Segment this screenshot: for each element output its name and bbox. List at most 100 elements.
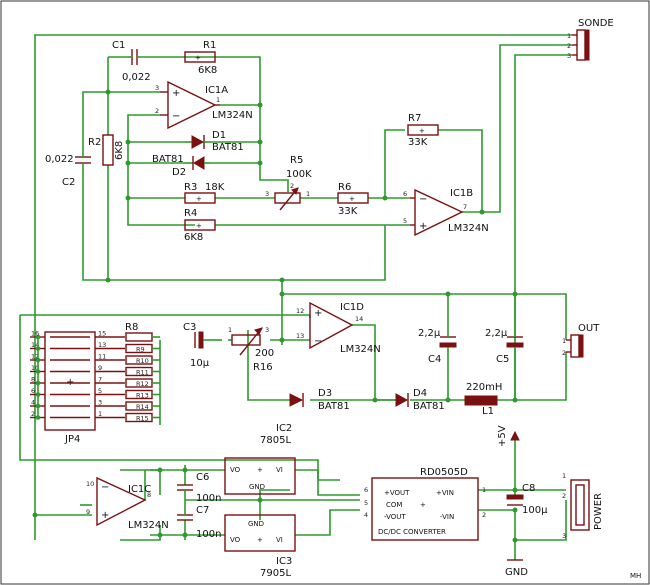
diode-d3: D3 BAT81: [289, 388, 350, 412]
r1-value: 6K8: [198, 65, 217, 76]
r7-name: R7: [408, 113, 421, 124]
svg-text:2: 2: [562, 492, 566, 500]
svg-text:+: +: [349, 195, 355, 203]
out-label: OUT: [578, 323, 600, 334]
svg-text:+: +: [195, 54, 201, 62]
conv-name: RD0505D: [420, 467, 468, 478]
author-initials: MH: [630, 572, 641, 580]
plus5v-label: +5V: [497, 425, 508, 447]
ic1d-pin-out: 14: [355, 315, 363, 323]
power-label: POWER: [593, 493, 604, 530]
sonde-label: SONDE: [578, 18, 614, 29]
ic1c-pin-out: 8: [147, 491, 151, 499]
jp4-left-pin: 4: [31, 399, 35, 407]
r2-value: 6K8: [114, 141, 125, 160]
d2-type: BAT81: [152, 154, 184, 165]
r8-resistor-label: R14: [136, 403, 149, 411]
capacitor-c5: 2,2µ C5: [485, 328, 524, 365]
c3-name: C3: [183, 322, 196, 333]
capacitor-c8: C8 100µ: [506, 483, 548, 516]
r3-value: 18K: [205, 182, 225, 193]
ic3-gnd: GND: [248, 520, 264, 528]
jp4-label: JP4: [64, 434, 80, 445]
resistor-r2: R2 6K8: [88, 134, 125, 166]
capacitor-c2: 0,022 C2: [45, 154, 91, 188]
conv-pin-5: 5: [364, 499, 368, 507]
svg-text:+: +: [101, 510, 109, 521]
sonde-connector: 1 2 3 SONDE: [567, 18, 614, 61]
svg-text:1: 1: [228, 326, 232, 334]
resistor-r1: + R1 6K8: [184, 40, 217, 76]
out-pin-1: 1: [562, 337, 566, 345]
jp4-right-pin: 7: [98, 376, 102, 384]
inductor-l1: 220mH L1: [464, 382, 502, 417]
c4-value: 2,2µ: [418, 328, 441, 339]
svg-text:+: +: [257, 536, 263, 544]
ic1a-pin-in: 3: [155, 84, 159, 92]
conv-caption: DC/DC CONVERTER: [378, 528, 446, 536]
ic1b-pin-out: 7: [463, 203, 467, 211]
ic3-name: IC3: [276, 556, 292, 567]
resistor-r6: + R6 33K: [337, 182, 369, 217]
ic2-name: IC2: [276, 423, 292, 434]
svg-text:+: +: [420, 501, 426, 509]
resistor-r3: + R3 18K: [184, 182, 225, 204]
jp4-right-pin: 5: [98, 387, 102, 395]
opamp-ic1c: − + 10 9 8 IC1C LM324N: [86, 476, 169, 531]
jp4-left-pin: 8: [31, 376, 35, 384]
conv-pin-1: 1: [482, 486, 486, 494]
l1-name: L1: [482, 406, 494, 417]
dcdc-converter: +VOUT COM -VOUT +VIN -VIN + DC/DC CONVER…: [364, 467, 486, 541]
r16-name: R16: [253, 362, 273, 373]
wire-net: [19, 34, 572, 560]
gnd-symbol: GND: [505, 559, 528, 578]
capacitor-c6: C6 100n: [177, 472, 221, 504]
c7-name: C7: [196, 505, 209, 516]
d2-name: D2: [172, 167, 186, 178]
diode-d1: D1 BAT81: [185, 130, 244, 153]
gnd-label: GND: [505, 567, 528, 578]
svg-text:+: +: [196, 222, 202, 230]
c2-value: 0,022: [45, 154, 74, 165]
capacitor-c3: C3 10µ: [183, 322, 210, 369]
ic1c-pin-in: 9: [86, 508, 90, 516]
r8-resistor-label: R12: [136, 380, 149, 388]
c1-name: C1: [112, 40, 125, 51]
jp4-left-pin: 14: [31, 341, 39, 349]
resistor-r7: + R7 33K: [407, 113, 439, 148]
svg-text:−: −: [419, 194, 427, 205]
svg-text:−: −: [314, 336, 322, 347]
out-pin-2: 2: [562, 349, 566, 357]
r8-resistor: [125, 332, 153, 342]
r6-value: 33K: [338, 206, 358, 217]
conv-pvin: +VIN: [436, 489, 454, 497]
r8-resistor-label: R11: [136, 369, 149, 377]
c8-value: 100µ: [522, 505, 548, 516]
capacitor-c4: 2,2µ C4: [418, 328, 457, 365]
svg-text:+: +: [419, 127, 425, 135]
ic1c-name: IC1C: [128, 484, 151, 495]
regulator-ic3: GND VO VI + IC3 7905L: [224, 514, 296, 579]
svg-text:3: 3: [265, 326, 269, 334]
opamp-ic1b: − + 6 5 7 IC1B LM324N: [403, 188, 489, 237]
ic1b-pin-in: 5: [403, 217, 407, 225]
r6-name: R6: [338, 182, 351, 193]
jp4-right-pin: 1: [98, 410, 102, 418]
ic2-gnd: GND: [249, 483, 265, 491]
c2-name: C2: [62, 177, 75, 188]
sonde-pin-2: 2: [567, 42, 571, 50]
ic1c-pin-inv: 10: [86, 480, 94, 488]
regulator-ic2: VO VI GND + IC2 7805L: [224, 423, 296, 495]
d3-name: D3: [318, 388, 332, 399]
c1-value: 0,022: [122, 72, 151, 83]
svg-text:1: 1: [562, 472, 566, 480]
ic1a-pin-inv: 2: [155, 107, 159, 115]
resistor-array-r8: R8: [125, 322, 138, 333]
l1-value: 220mH: [466, 382, 502, 393]
svg-text:+: +: [314, 308, 322, 319]
